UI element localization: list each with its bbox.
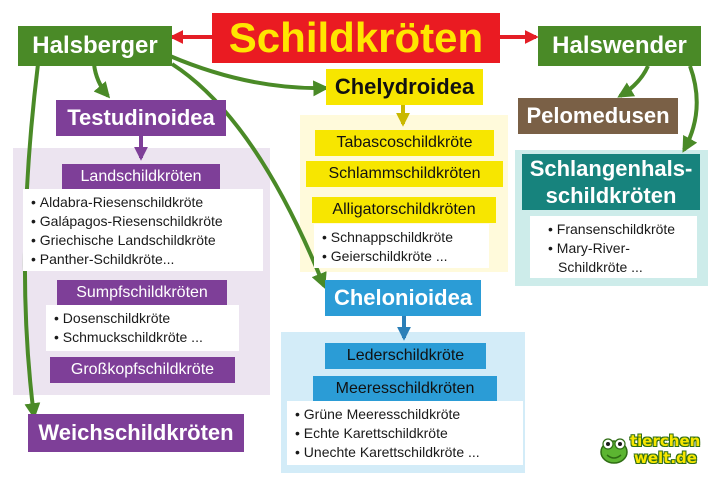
list-item: Grüne Meeresschildkröte [295, 405, 517, 424]
chelydroidea-box: Chelydroidea [326, 69, 483, 105]
landschildkroeten-label: Landschildkröten [80, 168, 202, 185]
list-item: Mary-River-Schildkröte ... [548, 239, 691, 277]
arrow-halswender-schlangenhals [682, 65, 699, 153]
halsberger-label: Halsberger [32, 32, 158, 59]
landschildkroeten-species-list: Aldabra-Riesenschildkröte Galápagos-Ries… [23, 189, 263, 271]
list-item: Griechische Landschildkröte [31, 231, 257, 250]
schlangenhals-label-line2: schildkröten [545, 183, 677, 208]
chelydroidea-label: Chelydroidea [334, 74, 475, 99]
halswender-label: Halswender [552, 32, 687, 59]
frog-logo-icon [600, 438, 628, 464]
arrow-halsberger-testudinoidea [92, 63, 111, 99]
meeres-label: Meeresschildkröten [335, 380, 475, 397]
weichschildkroeten-label: Weichschildkröten [38, 420, 234, 445]
meeres-species-list: Grüne Meeresschildkröte Echte Karettschi… [287, 401, 523, 465]
schlangenhals-box: Schlangenhals- schildkröten [522, 154, 700, 210]
list-item: Schmuckschildkröte ... [54, 328, 233, 347]
list-item: Schnappschildkröte [322, 228, 483, 247]
arrow-halsberger-chelydroidea [169, 54, 330, 97]
tabasco-label: Tabascoschildkröte [336, 134, 473, 151]
arrow-halswender-pelomedusen [617, 65, 650, 98]
meeres-box: Meeresschildkröten [313, 376, 497, 402]
logo-text-line1: tierchen [630, 432, 701, 450]
list-item: Aldabra-Riesenschildkröte [31, 193, 257, 212]
halswender-box: Halswender [538, 26, 701, 66]
tierchenwelt-logo: tierchen welt.de [597, 430, 707, 470]
sumpfschildkroeten-species-list: Dosenschildkröte Schmuckschildkröte ... [46, 305, 239, 351]
testudinoidea-label: Testudinoidea [67, 105, 215, 130]
alligator-species-list: Schnappschildkröte Geierschildkröte ... [314, 224, 489, 268]
alligator-box: Alligatorschildkröten [312, 197, 496, 223]
list-item: Panther-Schildkröte... [31, 250, 257, 269]
pelomedusen-box: Pelomedusen [518, 98, 678, 134]
halsberger-box: Halsberger [18, 26, 172, 66]
landschildkroeten-box: Landschildkröten [62, 164, 220, 190]
arrow-halsberger-chelonioidea [170, 62, 327, 289]
chelonioidea-label: Chelonioidea [333, 285, 473, 310]
sumpfschildkroeten-label: Sumpfschildkröten [76, 284, 208, 301]
list-item: Dosenschildkröte [54, 309, 233, 328]
list-item: Unechte Karettschildkröte ... [295, 443, 517, 462]
alligator-label: Alligatorschildkröten [332, 201, 476, 218]
grosskopf-label: Großkopfschildkröte [70, 361, 215, 378]
leder-label: Lederschildkröte [346, 347, 465, 364]
pelomedusen-label: Pelomedusen [526, 103, 670, 128]
weichschildkroeten-box: Weichschildkröten [28, 414, 244, 452]
list-item: Galápagos-Riesenschildkröte [31, 212, 257, 231]
testudinoidea-box: Testudinoidea [56, 100, 226, 136]
chelonioidea-box: Chelonioidea [325, 280, 481, 316]
logo-text-line2: welt.de [634, 449, 697, 467]
tabasco-box: Tabascoschildkröte [315, 130, 494, 156]
list-item: Geierschildkröte ... [322, 247, 483, 266]
schlangenhals-species-list: Fransenschildkröte Mary-River-Schildkröt… [530, 216, 697, 278]
schlamm-box: Schlammschildkröten [306, 161, 503, 187]
grosskopf-box: Großkopfschildkröte [50, 357, 235, 383]
schlangenhals-label-line1: Schlangenhals- [529, 156, 693, 181]
schlamm-label: Schlammschildkröten [328, 165, 481, 182]
sumpfschildkroeten-box: Sumpfschildkröten [57, 280, 227, 306]
page-title: Schildkröten [212, 13, 500, 63]
leder-box: Lederschildkröte [325, 343, 486, 369]
page-title-text: Schildkröten [228, 14, 484, 61]
list-item: Fransenschildkröte [548, 220, 691, 239]
list-item: Echte Karettschildkröte [295, 424, 517, 443]
